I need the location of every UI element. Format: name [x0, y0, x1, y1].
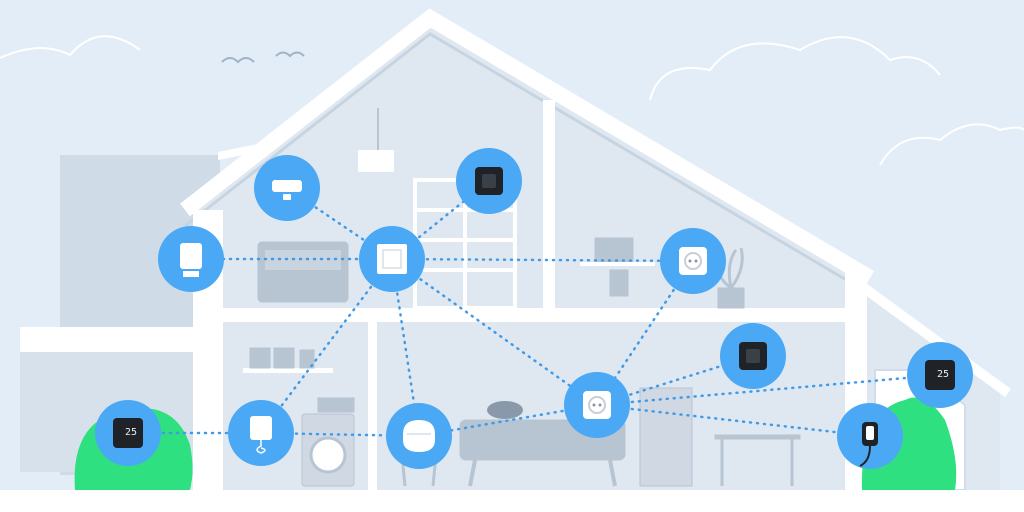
link-hub-switch-to-smart-plug-attic — [390, 257, 695, 263]
smart-plug-icon — [679, 247, 707, 275]
thermostat-attic-node[interactable] — [456, 148, 522, 214]
cat — [487, 401, 523, 419]
link-hub-switch-to-water-sensor — [259, 257, 394, 435]
hub-switch-node[interactable] — [359, 226, 425, 292]
bird-2 — [275, 51, 305, 58]
smart-plug-living-node[interactable] — [564, 372, 630, 438]
smart-speaker-icon — [403, 420, 435, 452]
birds — [221, 51, 305, 64]
fridge — [639, 387, 693, 487]
ground — [0, 490, 1024, 512]
device-nodes: 25 — [95, 148, 973, 469]
clouds — [0, 35, 1024, 166]
plant-pot-attic — [717, 287, 745, 309]
water-sensor-node[interactable] — [228, 400, 294, 466]
motion-sensor-attic-node[interactable] — [254, 155, 320, 221]
house-interior — [193, 22, 860, 490]
shelf — [243, 368, 333, 373]
link-smart-plug-living-to-thermostat-outdoor-right — [595, 373, 942, 407]
link-water-sensor-to-smart-speaker — [259, 431, 421, 438]
thermostat-reading: 25 — [125, 427, 137, 438]
smart-plug-icon — [583, 391, 611, 419]
monitor — [594, 237, 634, 263]
desk-chair — [609, 269, 629, 297]
cloud-left — [0, 35, 141, 59]
thermostat-outdoor-right-node[interactable]: 25 — [907, 342, 973, 408]
outdoor-plug-icon — [859, 422, 878, 467]
radiator-thermostat-node[interactable] — [158, 226, 224, 292]
radiator-valve-icon — [180, 243, 202, 277]
bird-1 — [221, 57, 255, 64]
floor-upper — [193, 308, 863, 322]
thermostat-icon — [739, 342, 767, 370]
roof-edge — [184, 32, 871, 296]
cloud-right-bottom — [879, 123, 1024, 166]
attic-divider — [543, 100, 555, 314]
smart-speaker-node[interactable] — [386, 403, 452, 469]
thermostat-outdoor-left-node[interactable]: 25 — [95, 400, 161, 466]
dining-table — [714, 434, 801, 440]
smart-plug-attic-node[interactable] — [660, 228, 726, 294]
link-hub-switch-to-smart-plug-living — [390, 257, 599, 407]
thermostat-kitchen-node[interactable] — [720, 323, 786, 389]
thermostat-reading: 25 — [937, 369, 949, 380]
ground-divider — [368, 318, 377, 494]
desk — [580, 262, 655, 266]
cloud-right-top — [649, 36, 941, 101]
roof-vent — [218, 142, 268, 160]
motion-sensor-icon — [272, 180, 302, 200]
laundry-basket — [317, 397, 355, 413]
water-leak-sensor-icon — [250, 416, 272, 454]
thermostat-icon — [475, 167, 503, 195]
thermostat-display-icon: 25 — [925, 360, 955, 390]
outdoor-plug-node[interactable] — [837, 403, 903, 469]
light-switch-hub-icon — [377, 244, 407, 274]
ceiling-lamp — [358, 150, 394, 172]
thermostat-display-icon: 25 — [113, 418, 143, 448]
